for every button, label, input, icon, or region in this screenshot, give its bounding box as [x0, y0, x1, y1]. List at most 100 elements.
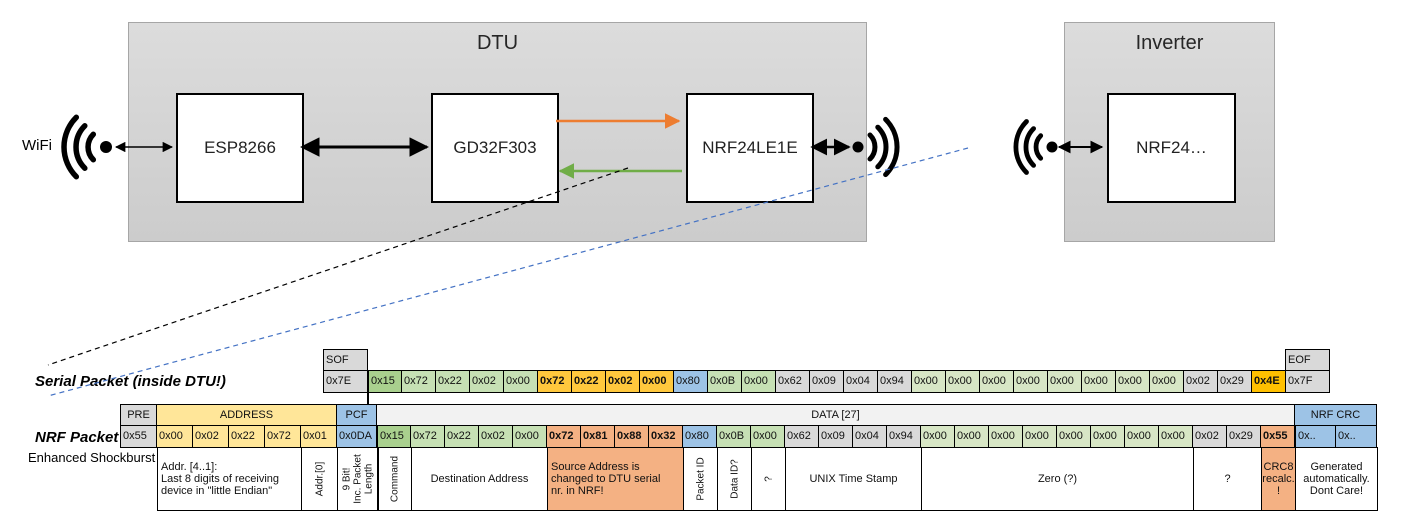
nrf-byte-cell: 0x02: [479, 426, 512, 447]
nrf-byte-cell: 0x00: [157, 426, 192, 447]
serial-byte-cell: 0x00: [1116, 371, 1149, 392]
serial-byte-cell: 0x29: [1218, 371, 1251, 392]
nrf-byte-cell: 0x62: [785, 426, 818, 447]
nrf-byte-cell: 0x00: [921, 426, 954, 447]
serial-byte-cell: 0x80: [674, 371, 707, 392]
nrf-annotation-cell: Source Address is changed to DTU serial …: [548, 448, 683, 510]
serial-byte-cell: 0x22: [572, 371, 605, 392]
nrf-annotation-cell: ?: [752, 448, 785, 510]
nrf-byte-cell: 0x29: [1227, 426, 1260, 447]
nrf-byte-cell: 0x00: [955, 426, 988, 447]
nrf-annotation-row: Addr. [4..1]: Last 8 digits of receiving…: [157, 447, 1378, 511]
nrf-byte-cell: 0x55: [121, 426, 156, 447]
nrf-byte-cell: 0x88: [615, 426, 648, 447]
serial-packet-label: Serial Packet (inside DTU!): [35, 373, 226, 390]
nrf-byte-cell: 0x00: [989, 426, 1022, 447]
nrf-byte-cell: 0x00: [513, 426, 546, 447]
serial-byte-cell: 0x22: [436, 371, 469, 392]
serial-byte-cell: 0x7E: [324, 371, 367, 392]
nrf-annotation-cell: 9 Bit! Inc. Packet Length: [338, 448, 377, 510]
nrf-byte-cell: 0x00: [1125, 426, 1158, 447]
nrf-byte-cell: 0x72: [411, 426, 444, 447]
nrf-annotation-cell: Addr.[0]: [302, 448, 337, 510]
nrf-annotation-cell: Zero (?): [922, 448, 1193, 510]
wifi-label: WiFi: [22, 137, 52, 154]
serial-byte-cell: 0x00: [504, 371, 537, 392]
serial-byte-cell: 0x72: [538, 371, 571, 392]
nrf-byte-cell: 0x0B: [717, 426, 750, 447]
serial-byte-cell: 0x02: [1184, 371, 1217, 392]
nrf-byte-cell: 0x32: [649, 426, 682, 447]
nrf-packet-label: NRF Packet: [35, 429, 119, 446]
serial-byte-cell: 0x00: [742, 371, 775, 392]
nrf-annotation-cell: UNIX Time Stamp: [786, 448, 921, 510]
nrf-annotation-cell: Command: [378, 448, 411, 510]
serial-byte-cell: 0x00: [1082, 371, 1115, 392]
sof-header: SOF: [323, 349, 368, 371]
nrf-byte-cell: 0x0DA: [337, 426, 376, 447]
chip-gd32f303: GD32F303: [431, 93, 559, 203]
serial-byte-cell: 0x00: [912, 371, 945, 392]
serial-byte-cell: 0x02: [606, 371, 639, 392]
nrf-annotation-cell: Data ID?: [718, 448, 751, 510]
wifi-icon-inverter: [1013, 119, 1058, 175]
nrf-byte-cell: 0x81: [581, 426, 614, 447]
serial-byte-cell: 0x02: [470, 371, 503, 392]
nrf-annotation-cell: Generated automatically. Dont Care!: [1296, 448, 1377, 510]
nrf-byte-cell: 0x72: [547, 426, 580, 447]
nrf-byte-cell: 0x04: [853, 426, 886, 447]
chip-nrf24le1e: NRF24LE1E: [686, 93, 814, 203]
nrf-annotation-cell: CRC8 recalc. !: [1262, 448, 1295, 510]
serial-byte-cell: 0x00: [1014, 371, 1047, 392]
nrf-byte-cell: 0x94: [887, 426, 920, 447]
dtu-title: DTU: [476, 32, 519, 54]
nrf-byte-cell: 0x22: [445, 426, 478, 447]
nrf-section-header: PRE: [121, 405, 156, 425]
chip-nrf24-inverter: NRF24…: [1107, 93, 1236, 203]
nrf-annotation-cell: Addr. [4..1]: Last 8 digits of receiving…: [158, 448, 301, 510]
serial-byte-cell: 0x00: [946, 371, 979, 392]
nrf-annotation-cell: Packet ID: [684, 448, 717, 510]
nrf-section-header: NRF CRC: [1295, 405, 1376, 425]
serial-byte-cell: 0x4E: [1252, 371, 1285, 392]
nrf-byte-cell: 0x..: [1336, 426, 1376, 447]
nrf-byte-cell: 0x22: [229, 426, 264, 447]
nrf-byte-cell: 0x15: [377, 426, 410, 447]
serial-byte-cell: 0x00: [1150, 371, 1183, 392]
serial-byte-cell: 0x15: [368, 371, 401, 392]
chip-esp8266-label: ESP8266: [204, 138, 276, 157]
chip-nrf24-inverter-label: NRF24…: [1136, 138, 1207, 157]
chip-esp8266: ESP8266: [176, 93, 304, 203]
nrf-byte-cell: 0x00: [751, 426, 784, 447]
serial-byte-cell: 0x62: [776, 371, 809, 392]
chip-nrf24le1e-label: NRF24LE1E: [702, 138, 798, 157]
nrf-byte-cell: 0x00: [1023, 426, 1056, 447]
nrf-annotation-cell: Destination Address: [412, 448, 547, 510]
nrf-annotation-cell: ?: [1194, 448, 1261, 510]
wifi-icon-left: [61, 114, 112, 180]
nrf-byte-cell: 0x00: [1091, 426, 1124, 447]
nrf-section-header: PCF: [337, 405, 376, 425]
serial-byte-cell: 0x0B: [708, 371, 741, 392]
nrf-byte-cell: 0x02: [193, 426, 228, 447]
serial-byte-cell: 0x72: [402, 371, 435, 392]
nrf-section-header: DATA [27]: [377, 405, 1294, 425]
serial-byte-cell: 0x7F: [1286, 371, 1329, 392]
serial-byte-cell: 0x00: [1048, 371, 1081, 392]
chip-gd32f303-label: GD32F303: [453, 138, 537, 157]
nrf-byte-cell: 0x..: [1295, 426, 1335, 447]
eof-header: EOF: [1285, 349, 1330, 371]
nrf-byte-cell: 0x55: [1261, 426, 1294, 447]
serial-byte-cell: 0x94: [878, 371, 911, 392]
inverter-title: Inverter: [1135, 32, 1204, 54]
nrf-byte-cell: 0x80: [683, 426, 716, 447]
dtu-panel: DTU ESP8266 GD32F303 NRF24LE1E: [128, 22, 867, 242]
inverter-panel: Inverter NRF24…: [1064, 22, 1275, 242]
serial-byte-cell: 0x04: [844, 371, 877, 392]
nrf-byte-cell: 0x02: [1193, 426, 1226, 447]
